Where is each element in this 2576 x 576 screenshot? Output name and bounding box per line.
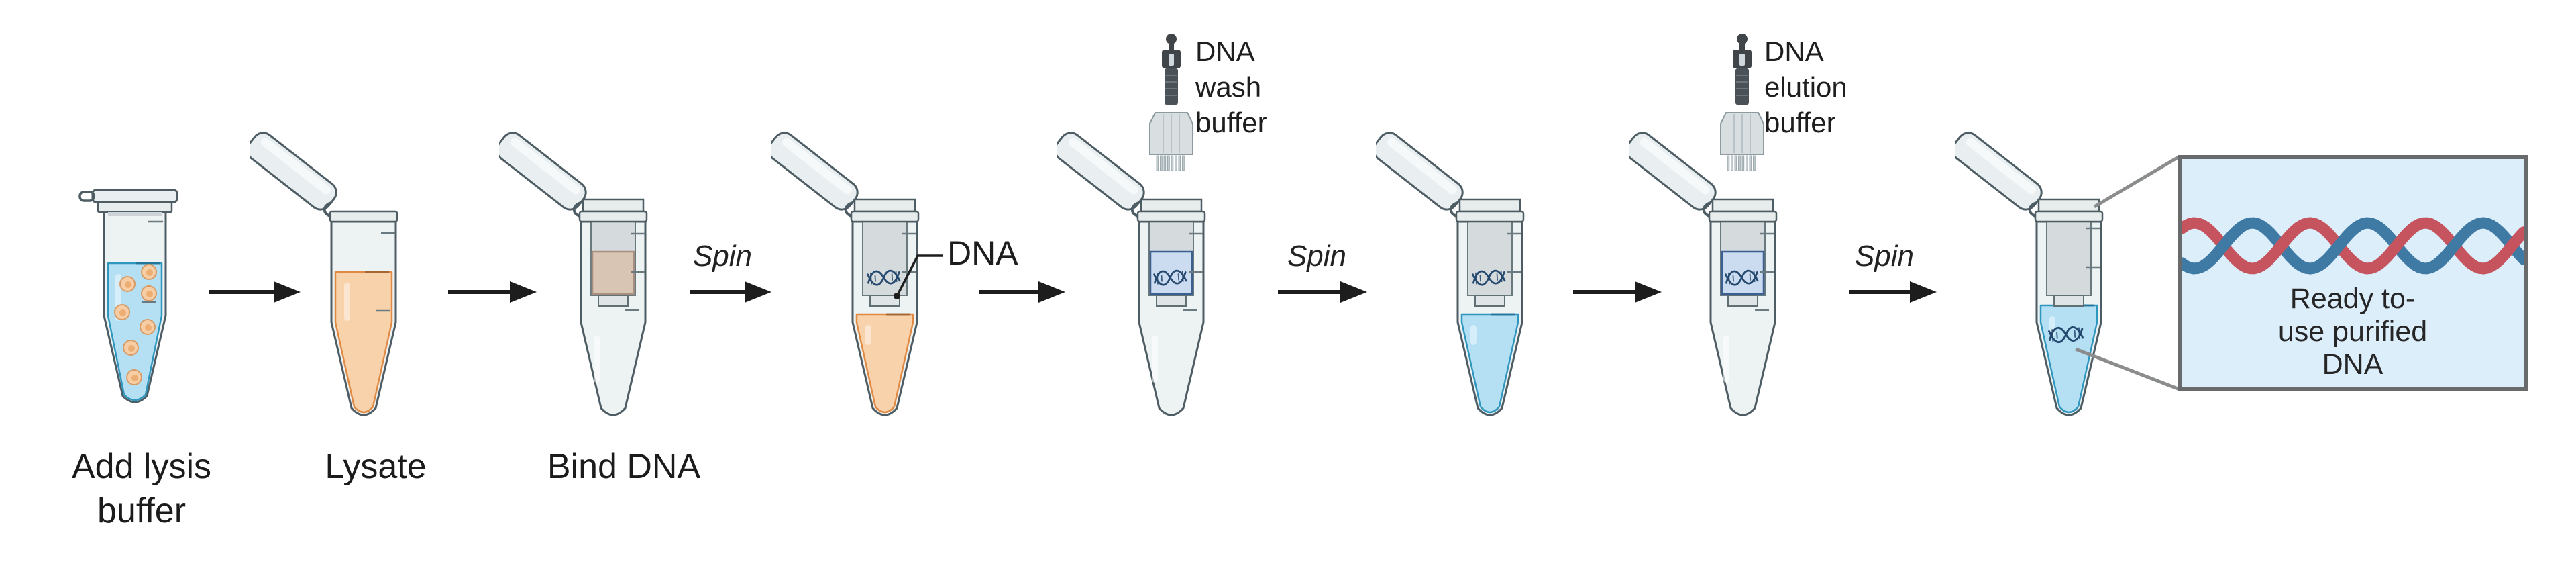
tube-bind-dna-spin-column <box>499 114 714 436</box>
label-line: Ready to- <box>2290 283 2416 315</box>
label-spin-3: Spin <box>1854 240 1915 273</box>
label-add-lysis-buffer: Add lysis buffer <box>72 444 211 533</box>
tube-after-wash-spin <box>1376 114 1591 436</box>
label-line: use purified <box>2277 316 2428 348</box>
dna-double-helix-icon <box>2182 159 2524 387</box>
label-line: DNA <box>1195 36 1255 67</box>
label-lysate: Lysate <box>325 444 426 489</box>
label-line: wash <box>1195 71 1262 103</box>
label-line: Bind DNA <box>547 447 701 486</box>
tube-wash-buffer-added <box>1057 114 1272 436</box>
label-line: Lysate <box>325 447 427 486</box>
label-dna-callout: DNA <box>947 234 1018 272</box>
label-line: buffer <box>1195 107 1267 138</box>
label-line: buffer <box>97 491 186 530</box>
tube-elution-buffer-added <box>1629 114 1843 436</box>
tube-sample-with-lysis-buffer <box>21 114 235 436</box>
inset-caption: Ready to- use purified DNA <box>2182 283 2524 381</box>
label-dna-wash-buffer: DNA wash buffer <box>1195 34 1267 140</box>
label-line: buffer <box>1764 107 1836 138</box>
label-line: DNA <box>2322 348 2383 381</box>
tube-eluted-dna <box>1955 114 2169 436</box>
multichannel-pipette-icon <box>1695 31 1789 179</box>
multichannel-pipette-icon <box>1124 31 1218 179</box>
label-spin-1: Spin <box>692 240 753 273</box>
purified-dna-inset: Ready to- use purified DNA <box>2178 155 2528 391</box>
label-spin-2: Spin <box>1287 240 1347 273</box>
tube-after-first-spin <box>771 114 985 436</box>
label-dna-elution-buffer: DNA elution buffer <box>1764 34 1847 140</box>
label-bind-dna: Bind DNA <box>547 444 700 489</box>
tube-lysate <box>250 114 464 436</box>
label-line: DNA <box>1764 36 1824 67</box>
label-line: Add lysis <box>71 447 212 486</box>
label-line: elution <box>1764 71 1847 103</box>
